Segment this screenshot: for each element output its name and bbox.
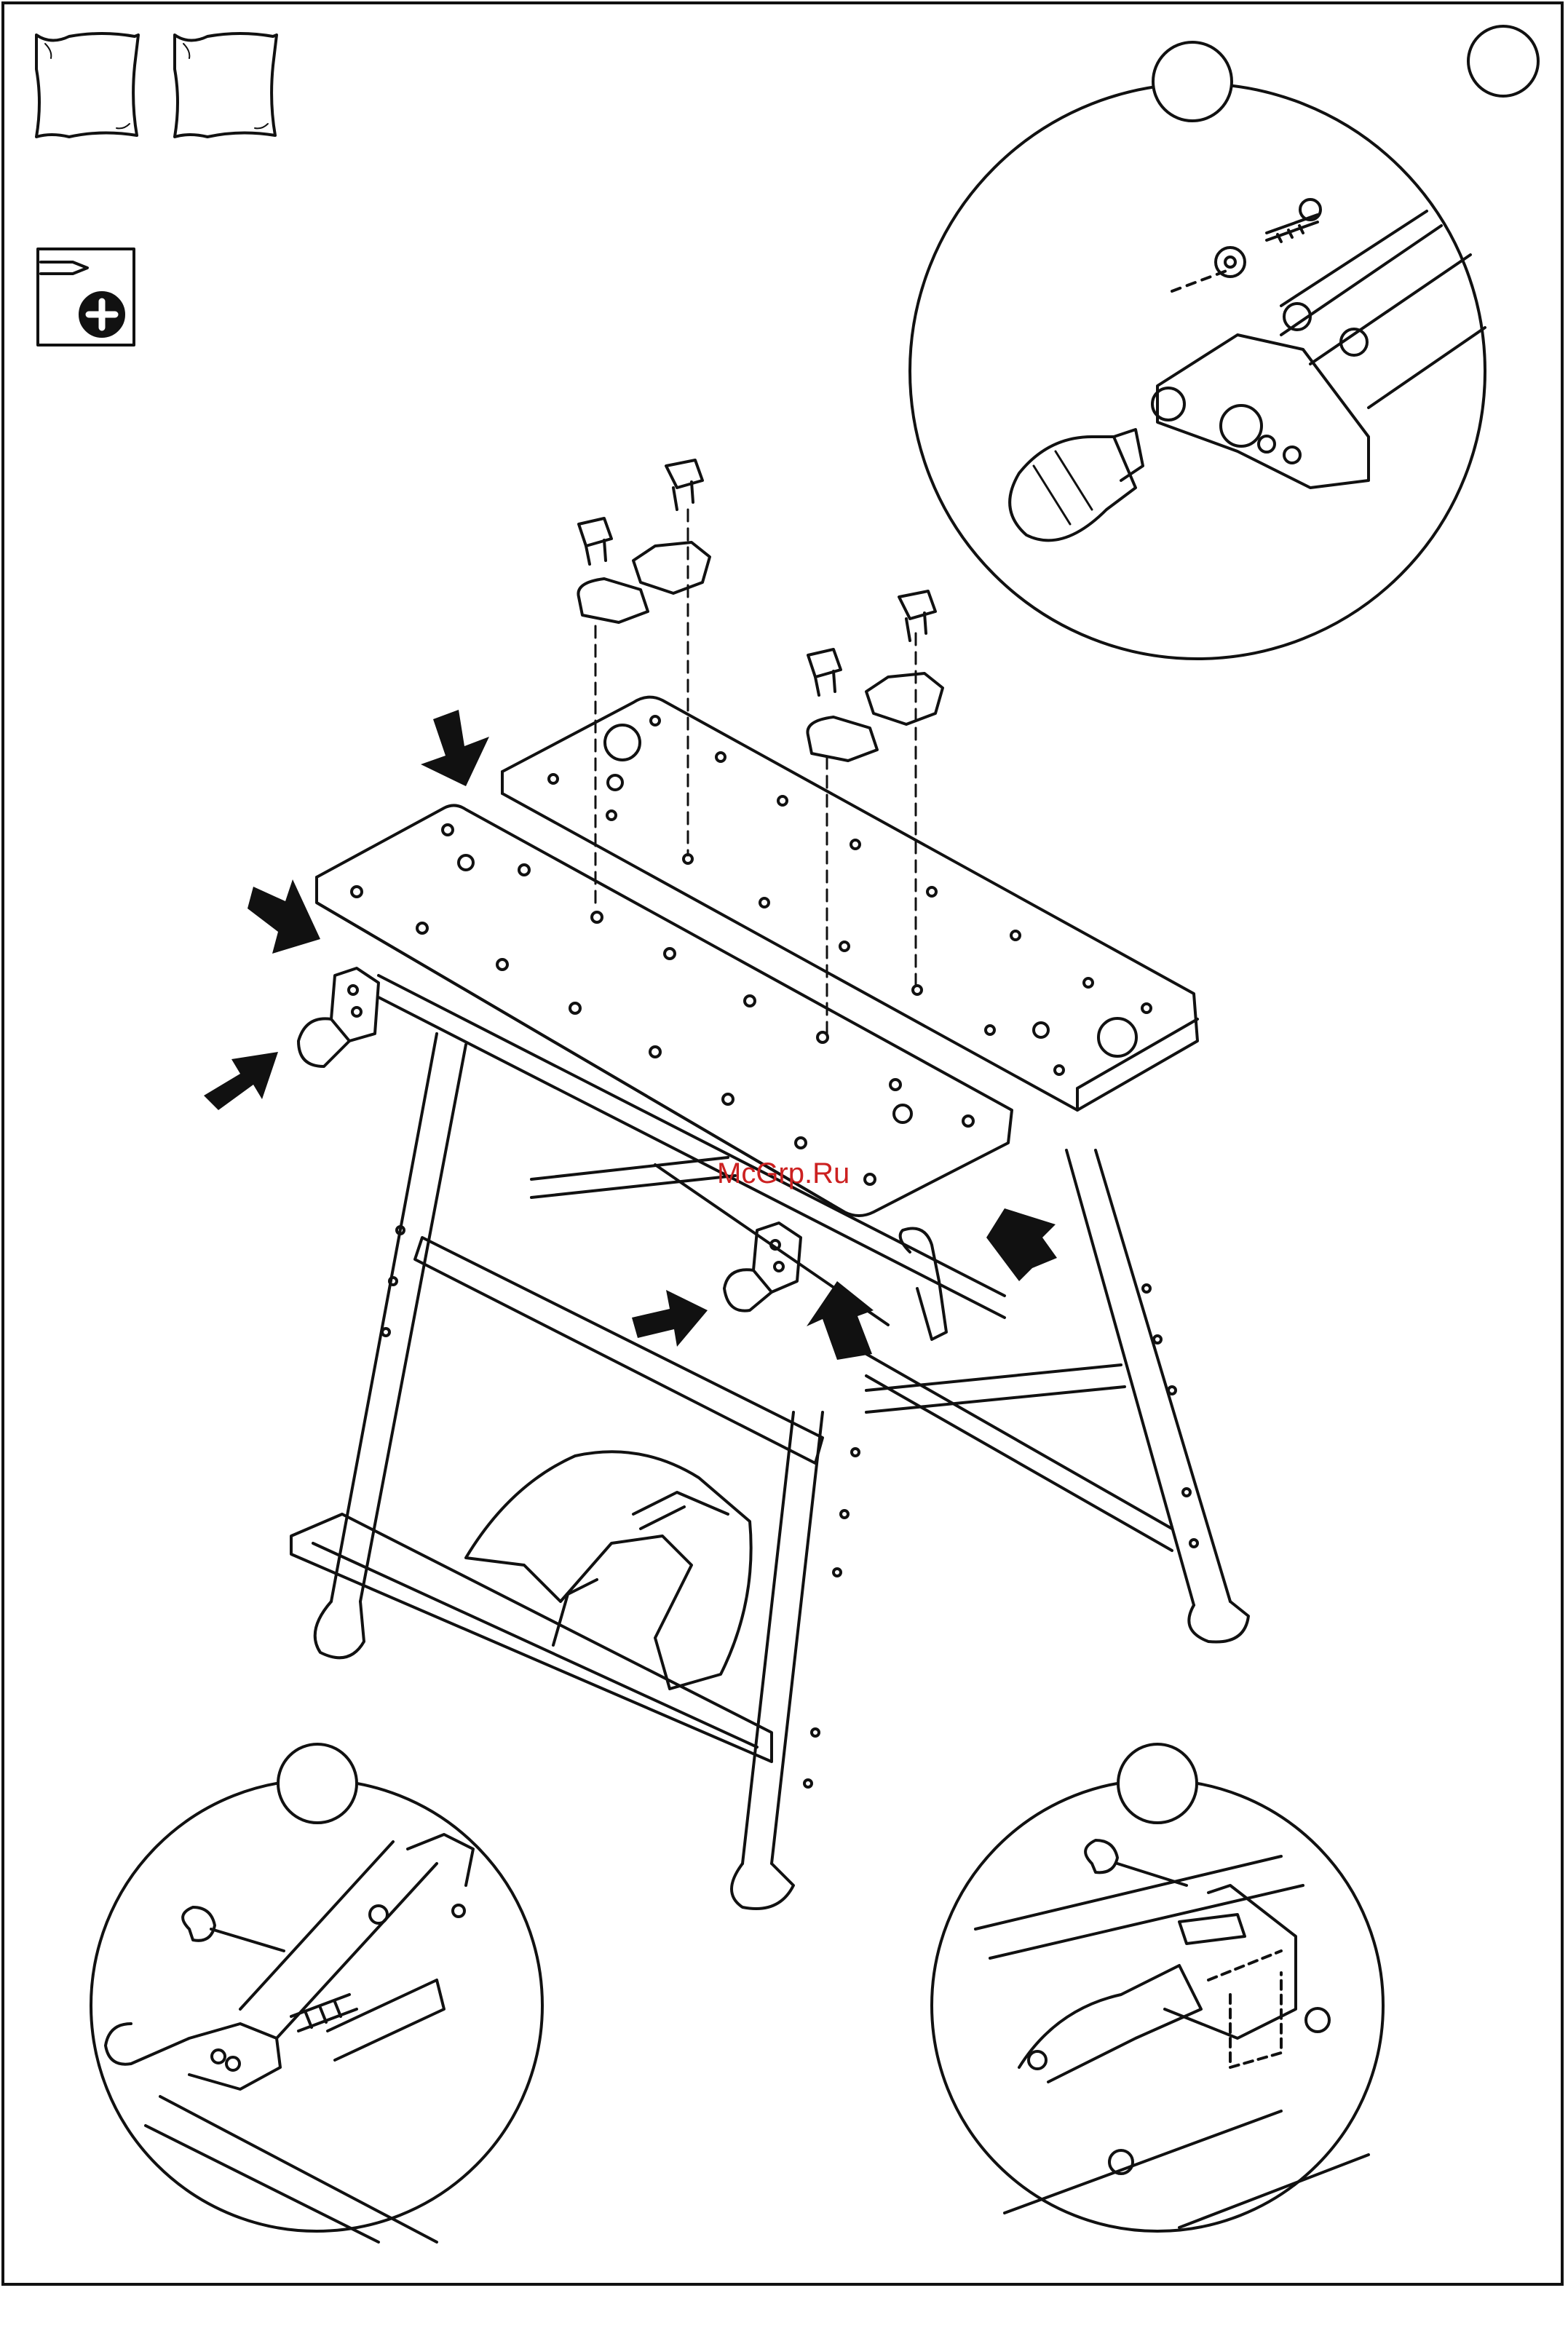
detail-circle-knob [910,42,1485,659]
clamp-pieces [578,460,943,1037]
worktop-front [317,805,1012,1216]
detail-circle-bracket [932,1744,1383,2231]
phillips-screwdriver-icon [38,249,134,345]
pillow-icon [36,33,138,137]
watermark-text: McGrp.Ru [717,1157,850,1190]
step-number-circle [1468,26,1538,96]
pillow-icon [175,33,277,137]
bench-frame [315,975,1248,1909]
push-arrow-icon [204,710,1057,1360]
detail-circle-spring [91,1744,542,2242]
foot-platform [291,1452,772,1762]
